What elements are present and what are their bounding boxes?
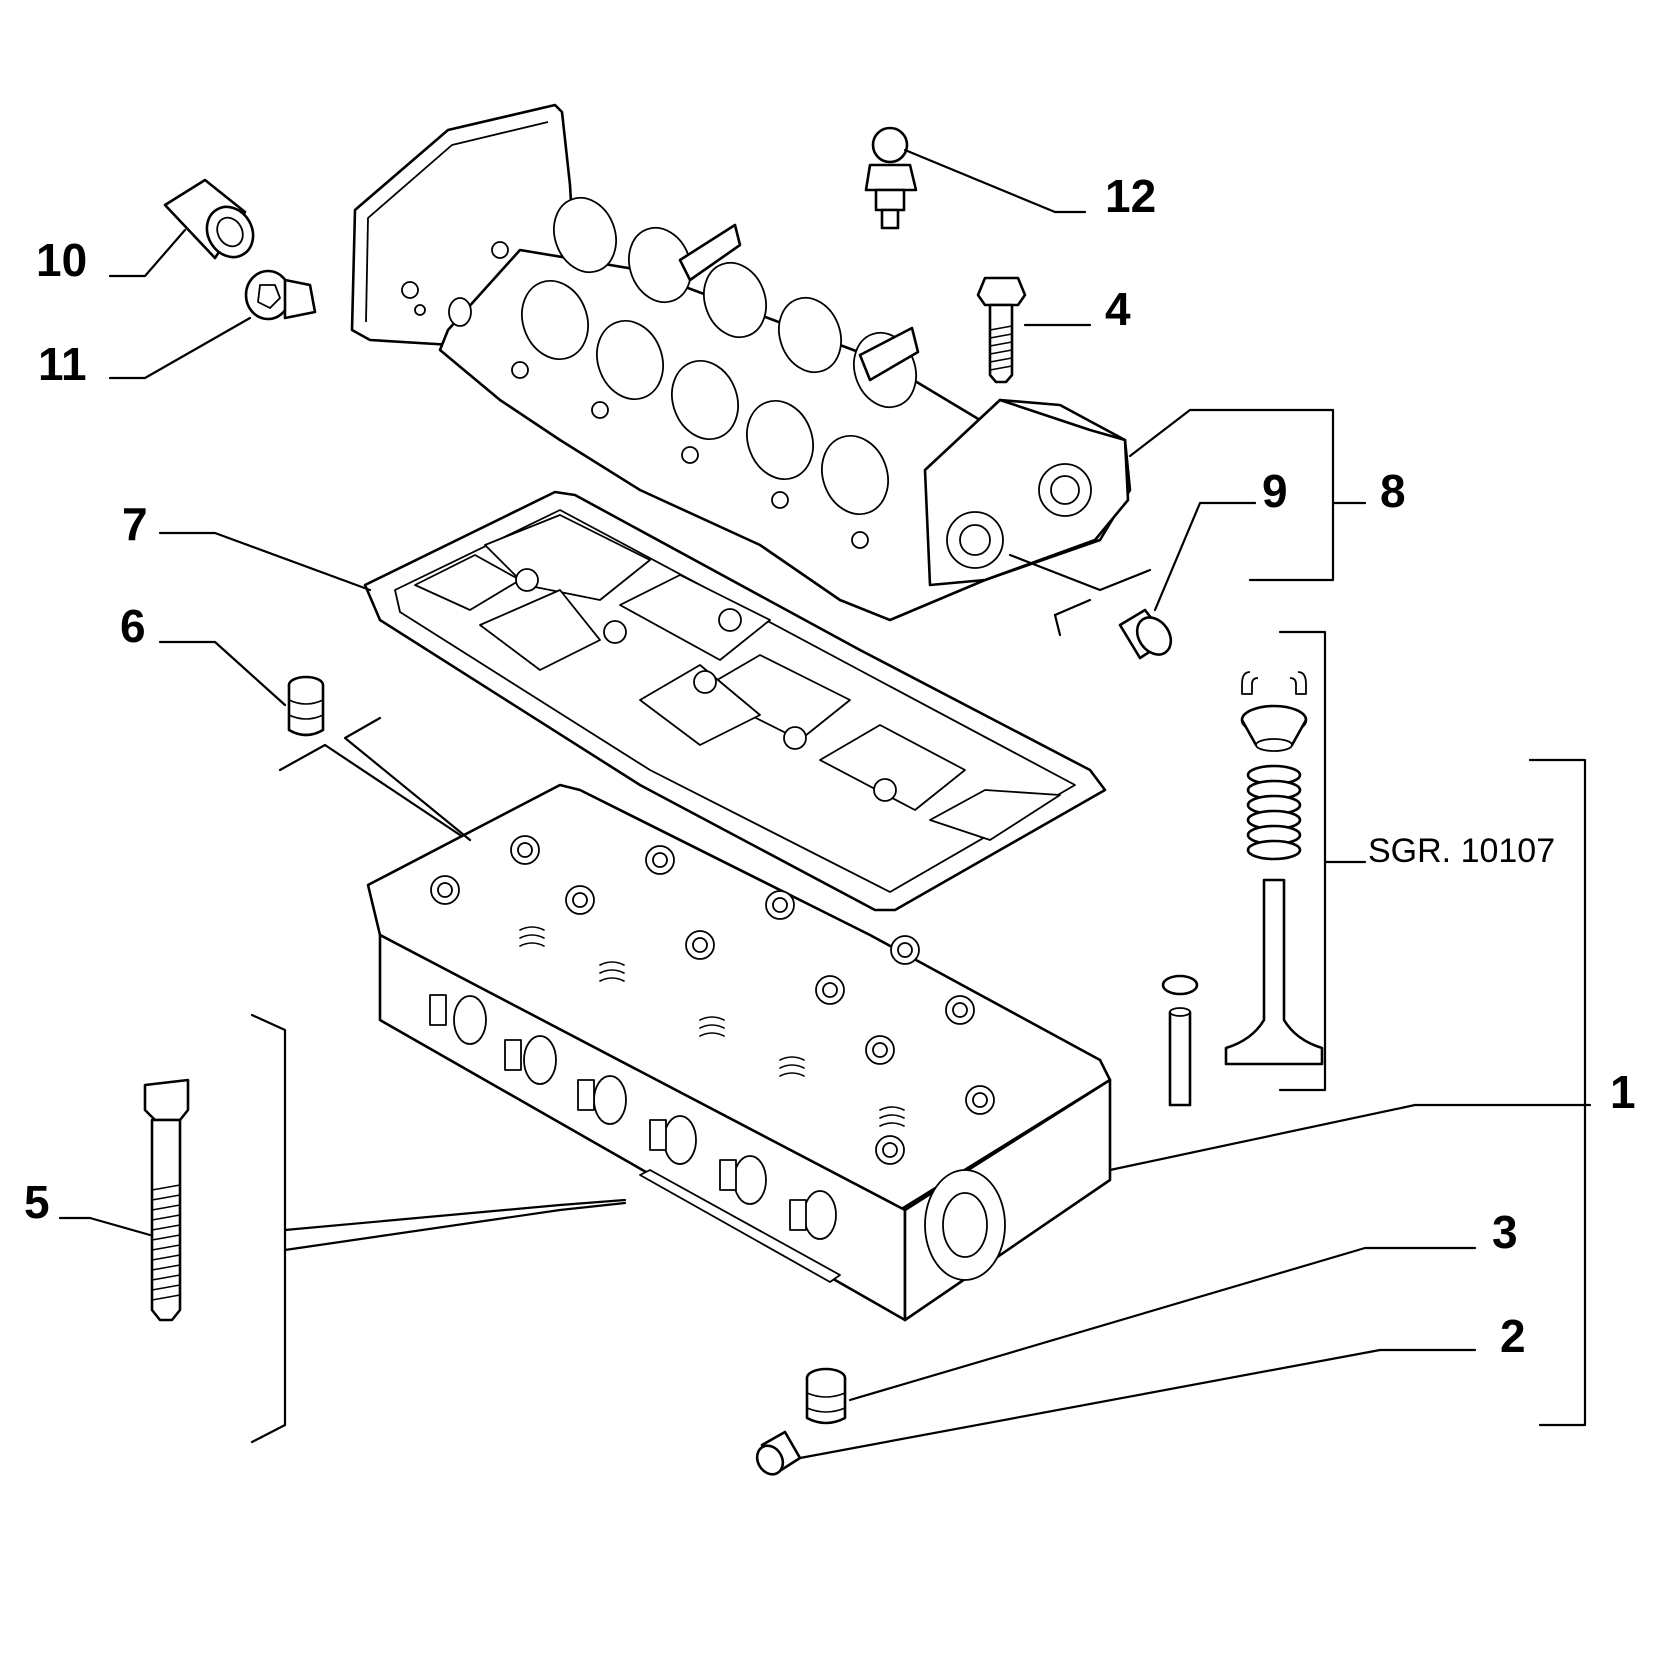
callout-7: 7 [122,498,148,550]
callout-9: 9 [1262,465,1288,517]
callout-labels: 1 2 3 4 5 6 7 8 9 10 11 12 SGR. 10107 [24,170,1636,1362]
valve-assembly [1161,671,1324,1107]
callout-12: 12 [1105,170,1156,222]
bushing-9 [1118,608,1173,660]
callout-1: 1 [1610,1066,1636,1118]
leader-lines [58,148,1592,1460]
head-gasket [363,490,1107,912]
callout-5: 5 [24,1176,50,1228]
plug-10 [163,178,255,260]
plug-2 [755,1430,802,1476]
callout-11: 11 [38,338,87,390]
callout-4: 4 [1105,283,1131,335]
callout-6: 6 [120,600,146,652]
callout-10: 10 [36,234,87,286]
cylinder-head [366,783,1112,1322]
dowel-3 [805,1367,847,1425]
reference-note: SGR. 10107 [1368,832,1555,870]
dowel-6 [287,675,325,737]
plug-screw-11 [244,269,317,321]
sensor-12 [864,126,918,230]
bolt-4 [976,276,1027,384]
callout-8: 8 [1380,465,1406,517]
callout-2: 2 [1500,1310,1526,1362]
head-bolt-5 [143,1078,190,1322]
callout-3: 3 [1492,1206,1518,1258]
camshaft-carrier [350,103,1132,622]
